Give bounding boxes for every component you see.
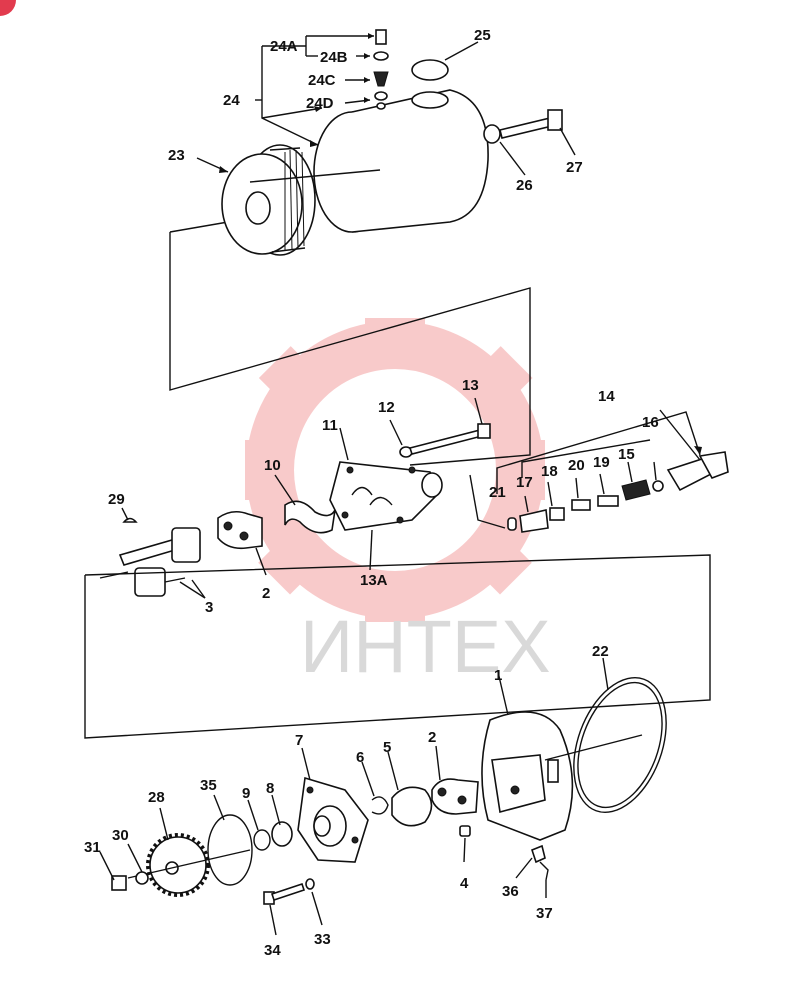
watermark-gear-icon	[245, 318, 545, 622]
callout-26: 26	[516, 177, 533, 194]
watermark-text: ИНТЕХ	[300, 605, 551, 688]
callout-33: 33	[314, 931, 331, 948]
lock-washer-part	[305, 878, 315, 890]
reservoir-body-part	[249, 89, 489, 233]
callout-9: 9	[242, 785, 250, 802]
callout-23: 23	[168, 147, 185, 164]
large-o-ring-part	[207, 814, 253, 886]
callout-12: 12	[378, 399, 395, 416]
snap-ring-part	[253, 829, 271, 851]
reservoir-cover-part	[221, 144, 316, 256]
callout-17: 17	[516, 474, 533, 491]
callout-2-lower: 2	[428, 729, 436, 746]
callout-24b: 24B	[320, 49, 348, 66]
valve-body-part	[329, 461, 443, 531]
callout-25: 25	[474, 27, 491, 44]
callout-24c: 24C	[308, 72, 336, 89]
retaining-ring-part	[371, 796, 389, 815]
callout-labels: 1 2 2 3 4 5 6 7 8 9 10 11 12 13 13A 14 1…	[84, 27, 659, 959]
callout-2: 2	[262, 585, 270, 602]
seal-ring-part	[391, 786, 433, 827]
callout-31: 31	[84, 839, 101, 856]
dowel-pin-part	[459, 825, 471, 837]
callout-22: 22	[592, 643, 609, 660]
callout-29: 29	[108, 491, 125, 508]
bushing-part	[217, 510, 263, 550]
callout-24: 24	[223, 92, 240, 109]
relief-valve-stack-part	[507, 451, 729, 533]
cap-screw-part	[263, 882, 306, 905]
pump-cover-part	[297, 776, 369, 863]
callout-14: 14	[598, 388, 615, 405]
callout-8: 8	[266, 780, 274, 797]
callout-10: 10	[264, 457, 281, 474]
long-bolt-part	[408, 423, 491, 455]
filler-cap-part	[411, 59, 449, 81]
pump-housing-part	[481, 711, 574, 841]
callout-36: 36	[502, 883, 519, 900]
callout-4: 4	[460, 875, 469, 892]
woodruff-key-part	[122, 517, 138, 523]
callout-27: 27	[566, 159, 583, 176]
bearing-part	[271, 821, 293, 847]
callout-5: 5	[383, 739, 391, 756]
callout-3: 3	[205, 599, 213, 616]
callout-21: 21	[489, 484, 506, 501]
callout-13a: 13A	[360, 572, 388, 589]
callout-11: 11	[322, 417, 338, 434]
callout-7: 7	[295, 732, 303, 749]
callout-18: 18	[541, 463, 558, 480]
callout-34: 34	[264, 942, 281, 959]
drive-gear-part	[127, 833, 251, 897]
callout-6: 6	[356, 749, 364, 766]
corner-badge-icon	[0, 0, 16, 16]
gasket-part	[284, 500, 336, 534]
vent-stack-part	[373, 29, 389, 110]
pump-gears-part	[118, 527, 201, 597]
callout-20: 20	[568, 457, 585, 474]
callout-24d: 24D	[306, 95, 334, 112]
washer-small-part	[135, 871, 149, 885]
callout-16: 16	[642, 414, 659, 431]
callout-13: 13	[462, 377, 479, 394]
o-ring-part	[573, 676, 667, 814]
callout-28: 28	[148, 789, 165, 806]
callout-24a: 24A	[270, 38, 298, 55]
arrow-icons	[219, 33, 702, 455]
callout-37: 37	[536, 905, 553, 922]
fitting-part	[531, 844, 549, 881]
bushing-lower-part	[431, 778, 479, 815]
callout-35: 35	[200, 777, 217, 794]
reservoir-bolt-part	[483, 109, 563, 144]
callout-1: 1	[494, 667, 502, 684]
callout-19: 19	[593, 454, 610, 471]
callout-15: 15	[618, 446, 635, 463]
nut-part	[111, 875, 127, 891]
callout-30: 30	[112, 827, 129, 844]
